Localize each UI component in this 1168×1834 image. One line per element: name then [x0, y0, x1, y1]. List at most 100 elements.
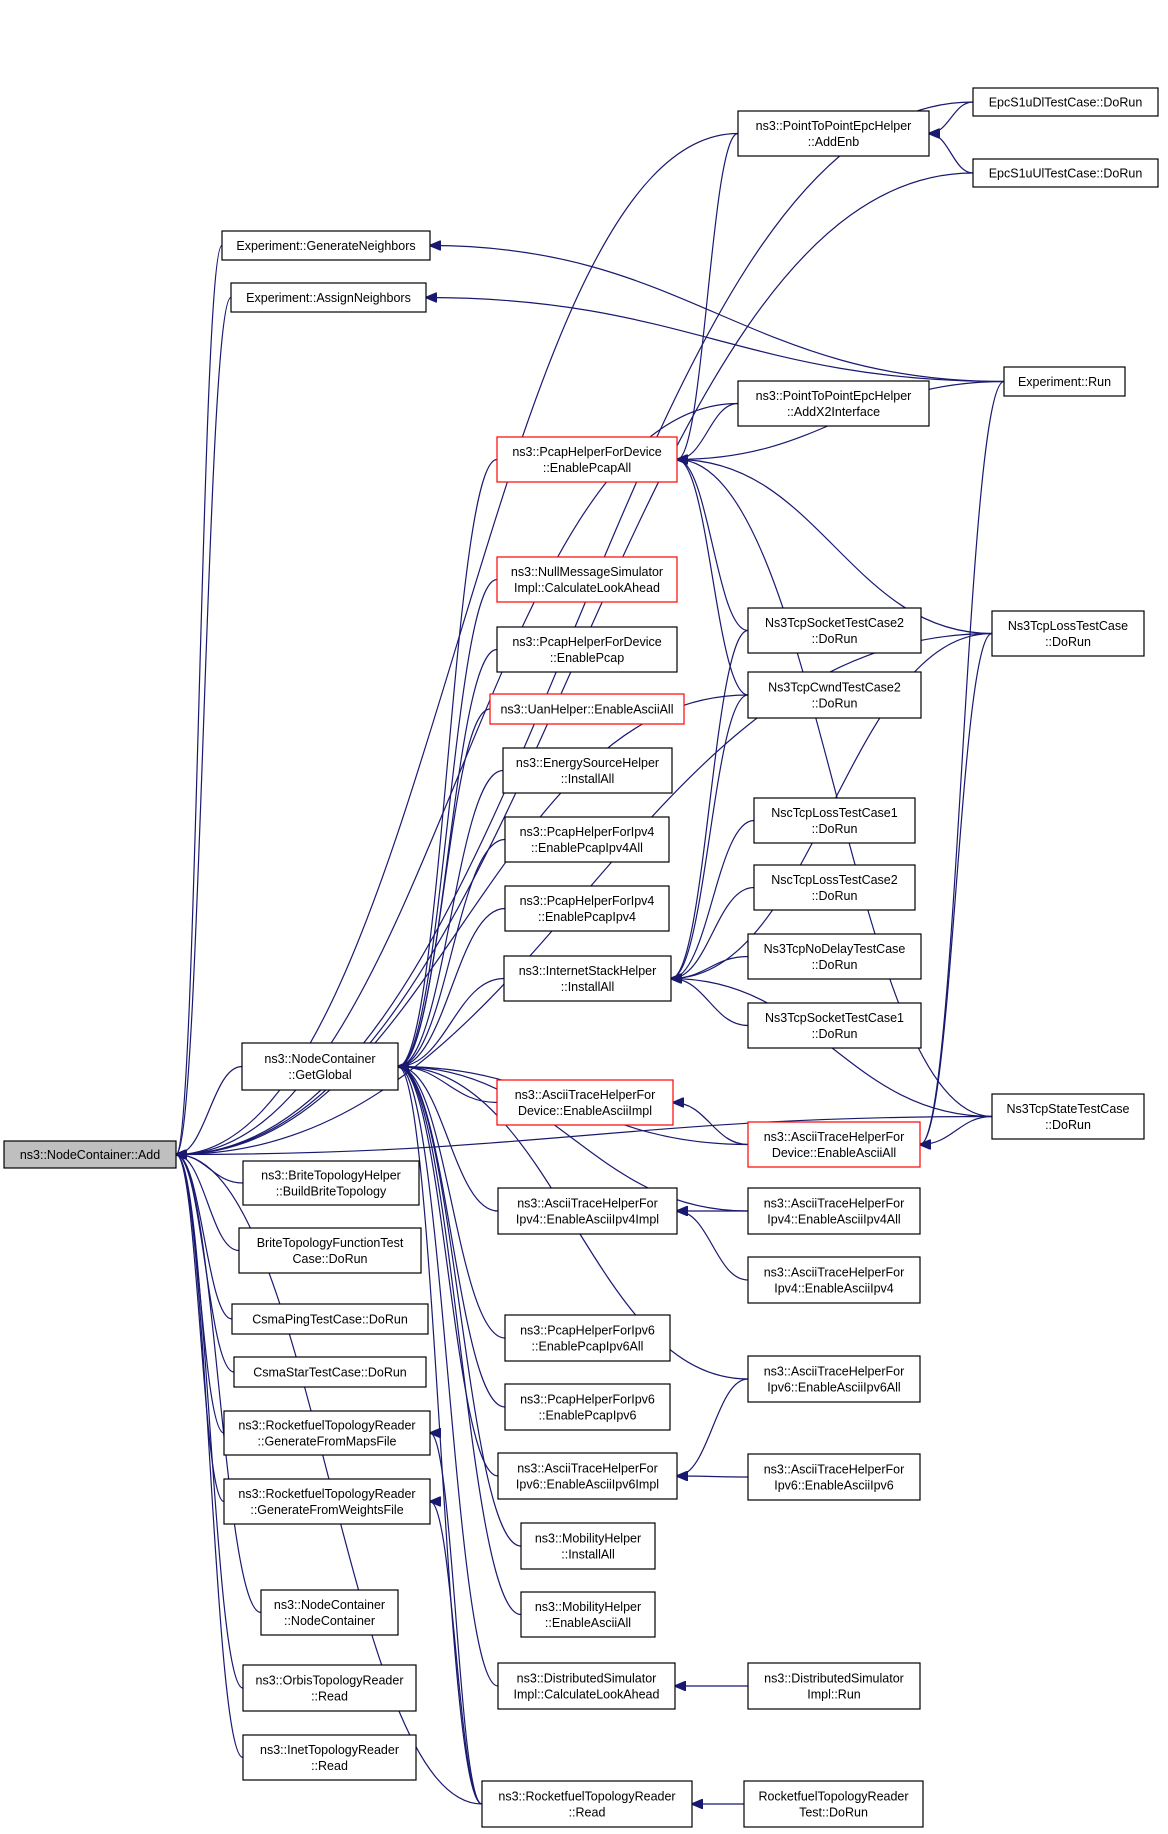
node-epcDl[interactable]: EpcS1uDlTestCase::DoRun — [972, 87, 1159, 117]
node-box — [747, 1662, 921, 1710]
node-nsNoDelay[interactable]: Ns3TcpNoDelayTestCase::DoRun — [747, 933, 922, 980]
node-genNeigh[interactable]: Experiment::GenerateNeighbors — [221, 230, 431, 261]
edge-pcapAll-to-getGlobal — [398, 458, 498, 1067]
node-label: ns3::NodeContainer — [264, 1052, 375, 1066]
node-label: Ns3TcpLossTestCase — [1008, 619, 1128, 633]
node-pcap6[interactable]: ns3::PcapHelperForIpv6::EnablePcapIpv6 — [504, 1383, 671, 1431]
edge-ncCtor-to-root — [176, 1155, 262, 1614]
node-box — [747, 671, 922, 719]
node-brite[interactable]: ns3::BriteTopologyHelper::BuildBriteTopo… — [242, 1160, 420, 1206]
node-box — [489, 693, 685, 725]
node-label: Device::EnableAsciiAll — [772, 1146, 896, 1160]
node-inet[interactable]: ns3::InetTopologyReader::Read — [242, 1734, 417, 1781]
node-pcapIpv4[interactable]: ns3::PcapHelperForIpv4::EnablePcapIpv4 — [504, 885, 670, 932]
edge-csmaPing-to-root — [176, 1155, 233, 1320]
node-nscLoss2[interactable]: NscTcpLossTestCase2::DoRun — [753, 864, 916, 911]
edge-expRun-to-genNeigh — [430, 246, 1005, 383]
node-ascii4Impl[interactable]: ns3::AsciiTraceHelperForIpv4::EnableAsci… — [497, 1187, 678, 1235]
node-label: Device::EnableAsciiImpl — [518, 1104, 652, 1118]
node-uanAscii[interactable]: ns3::UanHelper::EnableAsciiAll — [489, 693, 685, 725]
node-pcapDev[interactable]: ns3::PcapHelperForDevice::EnablePcap — [496, 626, 678, 673]
nodes-layer: ns3::NodeContainer::Add EpcS1uDlTestCase:… — [3, 87, 1159, 1828]
edge-expRun-to-assignNeigh — [426, 298, 1005, 383]
node-label: ::DoRun — [812, 889, 858, 903]
node-label: ::DoRun — [812, 697, 858, 711]
node-label: ::EnablePcapIpv6All — [532, 1340, 644, 1354]
node-ascii6[interactable]: ns3::AsciiTraceHelperForIpv6::EnableAsci… — [747, 1453, 921, 1501]
node-box — [747, 1002, 922, 1049]
node-label: ns3::AsciiTraceHelperFor — [764, 1365, 905, 1379]
node-distCalc[interactable]: ns3::DistributedSimulatorImpl::Calculate… — [497, 1662, 676, 1710]
node-label: Ipv4::EnableAsciiIpv4All — [767, 1213, 900, 1227]
node-nsSock2[interactable]: Ns3TcpSocketTestCase2::DoRun — [747, 607, 922, 654]
node-csmaStar[interactable]: CsmaStarTestCase::DoRun — [233, 1356, 427, 1388]
node-label: ::InstallAll — [561, 1548, 615, 1562]
node-label: ns3::BriteTopologyHelper — [261, 1169, 401, 1183]
edge-rfRead-to-rfMaps — [430, 1433, 483, 1805]
node-label: ::GenerateFromWeightsFile — [250, 1503, 403, 1517]
node-box — [223, 1478, 431, 1525]
node-csmaPing[interactable]: CsmaPingTestCase::DoRun — [231, 1303, 429, 1335]
node-nsState[interactable]: Ns3TcpStateTestCase::DoRun — [991, 1093, 1145, 1140]
node-label: ns3::NullMessageSimulator — [511, 565, 663, 579]
node-box — [503, 955, 672, 1002]
node-mobInstall[interactable]: ns3::MobilityHelper::InstallAll — [520, 1522, 656, 1570]
node-rfMaps[interactable]: ns3::RocketfuelTopologyReader::GenerateF… — [223, 1410, 431, 1456]
node-mobAscii[interactable]: ns3::MobilityHelper::EnableAsciiAll — [520, 1591, 656, 1638]
node-box — [747, 1256, 921, 1304]
node-label: ::DoRun — [1045, 635, 1091, 649]
node-pcap6All[interactable]: ns3::PcapHelperForIpv6::EnablePcapIpv6Al… — [504, 1314, 671, 1362]
node-epcUl[interactable]: EpcS1uUlTestCase::DoRun — [972, 158, 1159, 188]
node-energy[interactable]: ns3::EnergySourceHelper::InstallAll — [502, 747, 673, 794]
node-box — [260, 1589, 399, 1636]
edge-pcap6All-to-getGlobal — [398, 1067, 506, 1339]
node-asciiDevImpl[interactable]: ns3::AsciiTraceHelperForDevice::EnableAs… — [496, 1079, 674, 1126]
node-box — [496, 1079, 674, 1126]
node-nscLoss1[interactable]: NscTcpLossTestCase1::DoRun — [753, 797, 916, 844]
node-pcapAll[interactable]: ns3::PcapHelperForDevice::EnablePcapAll — [496, 436, 678, 483]
node-ncCtor[interactable]: ns3::NodeContainer::NodeContainer — [260, 1589, 399, 1636]
node-expRun[interactable]: Experiment::Run — [1003, 366, 1126, 397]
node-box — [504, 1383, 671, 1431]
node-nullMsg[interactable]: ns3::NullMessageSimulatorImpl::Calculate… — [496, 556, 678, 603]
node-addX2[interactable]: ns3::PointToPointEpcHelper::AddX2Interfa… — [737, 380, 930, 427]
node-pcapIpv4All[interactable]: ns3::PcapHelperForIpv4::EnablePcapIpv4Al… — [504, 816, 670, 863]
node-inetStack[interactable]: ns3::InternetStackHelper::InstallAll — [503, 955, 672, 1002]
node-label: ns3::AsciiTraceHelperFor — [764, 1130, 905, 1144]
node-ascii4[interactable]: ns3::AsciiTraceHelperForIpv4::EnableAsci… — [747, 1256, 921, 1304]
node-label: ::DoRun — [812, 632, 858, 646]
edge-nsLoss-to-asciiDevAll — [920, 632, 993, 1145]
node-label: Ns3TcpSocketTestCase2 — [765, 616, 904, 630]
node-box — [747, 1187, 921, 1235]
edge-pcapIpv4All-to-getGlobal — [398, 838, 506, 1067]
node-label: Impl::CalculateLookAhead — [514, 1688, 660, 1702]
node-label: Ipv4::EnableAsciiIpv4 — [774, 1282, 894, 1296]
node-ascii6Impl[interactable]: ns3::AsciiTraceHelperForIpv6::EnableAsci… — [497, 1452, 678, 1500]
node-addEnb[interactable]: ns3::PointToPointEpcHelper::AddEnb — [737, 110, 930, 157]
edge-rfWeights-to-root — [176, 1155, 225, 1503]
node-asciiDevAll[interactable]: ns3::AsciiTraceHelperForDevice::EnableAs… — [747, 1121, 921, 1168]
node-getGlobal[interactable]: ns3::NodeContainer::GetGlobal — [241, 1042, 399, 1091]
node-ascii6All[interactable]: ns3::AsciiTraceHelperForIpv6::EnableAsci… — [747, 1355, 921, 1403]
node-root[interactable]: ns3::NodeContainer::Add — [3, 1140, 177, 1169]
edge-epcDl-to-addEnb — [929, 101, 974, 134]
edge-nsState-to-root — [176, 1115, 993, 1155]
node-label: Impl::Run — [807, 1688, 861, 1702]
node-rfRead[interactable]: ns3::RocketfuelTopologyReader::Read — [481, 1780, 693, 1828]
node-box — [496, 556, 678, 603]
node-label: ::EnablePcapAll — [543, 461, 631, 475]
node-label: ns3::PcapHelperForIpv6 — [520, 1393, 655, 1407]
node-rfWeights[interactable]: ns3::RocketfuelTopologyReader::GenerateF… — [223, 1478, 431, 1525]
node-label: ns3::PcapHelperForDevice — [512, 635, 661, 649]
node-nsSock1[interactable]: Ns3TcpSocketTestCase1::DoRun — [747, 1002, 922, 1049]
node-nsLoss[interactable]: Ns3TcpLossTestCase::DoRun — [991, 610, 1145, 657]
node-orbis[interactable]: ns3::OrbisTopologyReader::Read — [242, 1664, 417, 1712]
edge-nsCwnd2-to-inetStack — [671, 694, 749, 979]
node-ascii4All[interactable]: ns3::AsciiTraceHelperForIpv4::EnableAsci… — [747, 1187, 921, 1235]
node-nsCwnd2[interactable]: Ns3TcpCwndTestCase2::DoRun — [747, 671, 922, 719]
node-label: ns3::PcapHelperForIpv4 — [520, 894, 655, 908]
node-assignNeigh[interactable]: Experiment::AssignNeighbors — [230, 282, 427, 313]
